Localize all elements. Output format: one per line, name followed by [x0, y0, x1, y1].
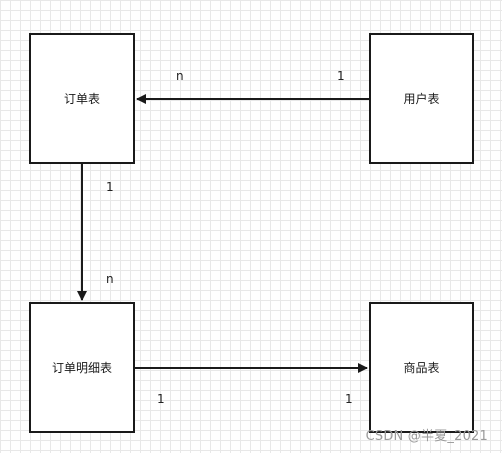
cardinality-label: 1	[157, 392, 165, 406]
entity-order-table[interactable]: 订单表	[29, 33, 135, 164]
cardinality-label: 1	[106, 180, 114, 194]
cardinality-label: 1	[337, 69, 345, 83]
cardinality-label: 1	[345, 392, 353, 406]
cardinality-label: n	[176, 69, 184, 83]
entity-product-label: 商品表	[403, 361, 440, 375]
entity-product-table[interactable]: 商品表	[369, 302, 474, 433]
cardinality-label: n	[106, 272, 114, 286]
entity-order-detail-table[interactable]: 订单明细表	[29, 302, 135, 433]
entity-order-label: 订单表	[63, 92, 100, 106]
watermark-text: CSDN @半夏_2021	[365, 429, 488, 444]
entity-user-table[interactable]: 用户表	[369, 33, 474, 164]
entity-user-label: 用户表	[403, 92, 440, 106]
entity-order-detail-label: 订单明细表	[51, 361, 112, 375]
